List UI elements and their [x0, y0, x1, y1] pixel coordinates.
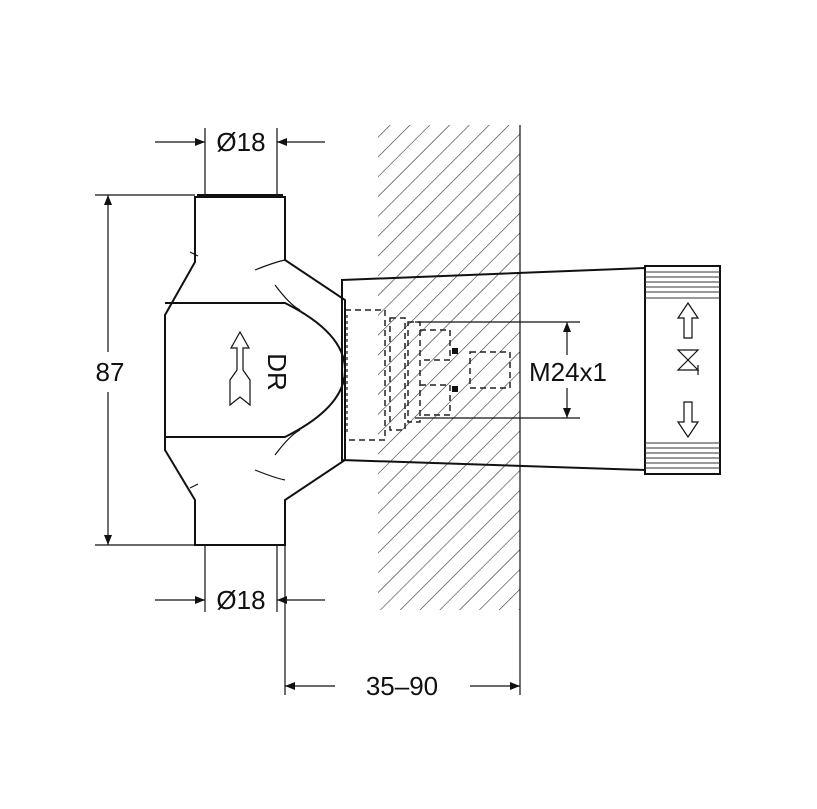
close-arrow-down-icon — [676, 401, 700, 439]
flow-direction-arrow-icon — [229, 330, 251, 407]
valve-body: DR — [164, 194, 347, 546]
thread-label: M24x1 — [529, 357, 607, 387]
valve-cap — [644, 265, 721, 475]
wall-depth-label: 35–90 — [366, 671, 438, 701]
open-arrow-up-icon — [676, 301, 700, 339]
body-marking: DR — [262, 353, 292, 391]
valve-symbol-icon — [676, 349, 700, 375]
bottom-diameter-label: Ø18 — [216, 585, 265, 615]
wall-section — [378, 125, 521, 695]
height-label: 87 — [96, 357, 125, 387]
top-diameter-label: Ø18 — [216, 127, 265, 157]
dimension-lines — [95, 128, 580, 695]
